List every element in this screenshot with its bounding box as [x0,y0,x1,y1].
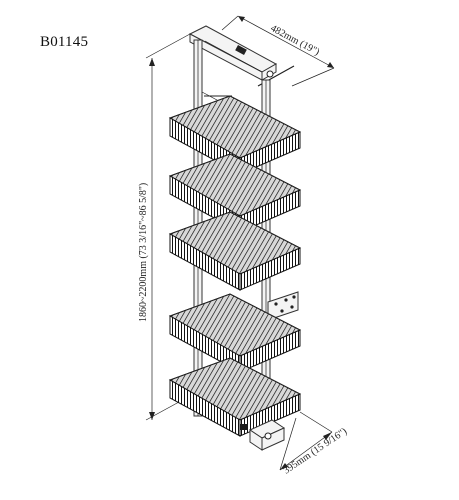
height-label: 1860~2200mm (73 3/16"~86 5/8") [138,183,149,322]
basket-3 [168,211,302,291]
depth-dimension: 395mm (15 9/16") [279,411,350,477]
basket-5 [168,357,302,437]
height-dimension: 1860~2200mm (73 3/16"~86 5/8") [138,33,191,421]
width-label: 482mm (19") [269,23,322,58]
depth-label: 395mm (15 9/16") [282,426,350,477]
bottom-pivot-hardware [240,419,286,451]
product-code: B01145 [40,34,89,50]
basket-4 [168,293,302,373]
top-bracket [188,25,295,87]
